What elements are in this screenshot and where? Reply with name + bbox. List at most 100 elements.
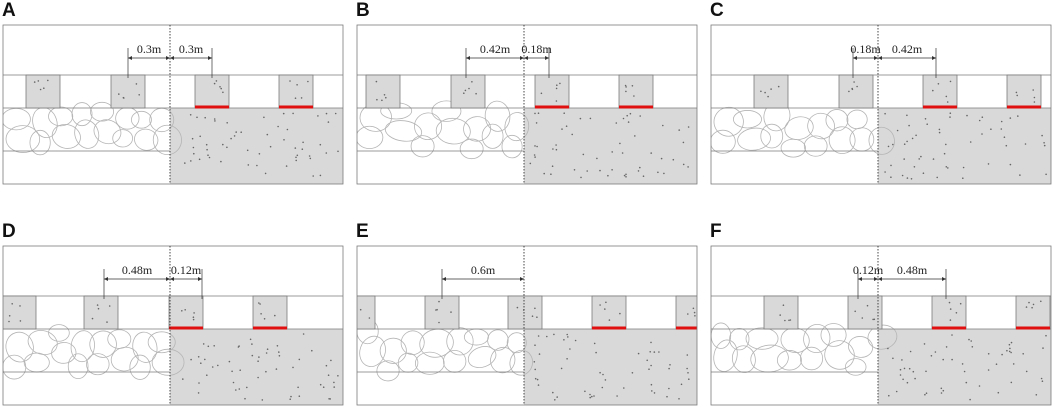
speckle (634, 135, 636, 137)
speckle (649, 351, 651, 353)
boulder (29, 129, 51, 156)
panel-frame (2, 24, 344, 185)
speckle (981, 116, 984, 118)
speckle (322, 386, 325, 388)
boulder (431, 100, 462, 122)
speckle (582, 153, 585, 156)
speckle (197, 356, 200, 358)
concrete-speckles (529, 112, 690, 179)
speckle (276, 345, 279, 347)
speckle (1043, 144, 1046, 147)
speckle (301, 148, 304, 150)
speckle (251, 343, 253, 345)
sleeper-block (357, 295, 376, 330)
boulder (467, 346, 497, 368)
speckle (682, 141, 685, 144)
boulder (3, 354, 27, 380)
speckle (534, 344, 536, 346)
speckle (200, 362, 202, 364)
speckle (215, 80, 218, 82)
speckle (1041, 134, 1043, 137)
speckle (1032, 89, 1034, 91)
speckle (884, 171, 886, 173)
sleeper-block (83, 295, 119, 330)
speckle (915, 134, 917, 137)
speckle (531, 315, 534, 317)
speckle (688, 378, 690, 380)
speckle (11, 303, 13, 305)
speckle (330, 359, 332, 362)
speckle (277, 125, 279, 128)
speckle (258, 356, 260, 358)
speckle (646, 359, 648, 362)
speckle (856, 85, 858, 88)
concrete-slab (170, 329, 343, 405)
speckle (220, 160, 222, 163)
boulder-layer (3, 101, 182, 156)
speckle (637, 170, 640, 172)
speckle (193, 312, 195, 314)
speckle (686, 354, 689, 356)
speckle (438, 300, 440, 303)
offset-label-left: 0.48m (122, 263, 153, 277)
speckle (325, 152, 328, 154)
speckle (903, 367, 906, 370)
speckle (990, 128, 992, 130)
speckle (887, 347, 889, 350)
speckle (1000, 120, 1003, 123)
speckle (108, 305, 111, 307)
speckle (286, 128, 289, 131)
panel-label: C (710, 0, 724, 21)
speckle (302, 141, 304, 144)
panel-frame (356, 245, 698, 406)
speckle (650, 341, 652, 344)
speckle (244, 397, 246, 400)
speckle (302, 333, 305, 335)
dimension-arrowhead (878, 277, 882, 281)
speckle (627, 121, 630, 123)
speckle (901, 359, 903, 361)
speckle (289, 398, 292, 400)
dimension-group (465, 48, 550, 78)
boulder-layer (3, 324, 185, 380)
speckle (550, 173, 552, 175)
speckle (385, 96, 387, 99)
boulder (410, 135, 435, 158)
boulder (376, 360, 400, 382)
speckle (1010, 381, 1013, 384)
speckle (308, 155, 311, 157)
concrete-speckles (533, 333, 690, 401)
speckle (908, 124, 910, 127)
boulder (89, 101, 114, 122)
sleeper-block (1006, 74, 1042, 109)
speckle (283, 139, 285, 141)
boulder (112, 129, 134, 148)
speckle (873, 318, 876, 321)
speckle (190, 358, 192, 361)
panel-diagram: 0.6m (356, 245, 698, 406)
speckle (266, 348, 269, 350)
dimension-group (441, 269, 524, 299)
speckle (213, 82, 216, 85)
speckle (8, 315, 11, 317)
boulder (93, 119, 122, 145)
boulder (799, 346, 824, 371)
sleeper-block (618, 74, 654, 109)
speckle (226, 146, 228, 149)
speckle (692, 307, 695, 310)
speckle (202, 343, 205, 345)
speckle (955, 312, 958, 314)
speckle (553, 333, 555, 336)
sleeper-block (1015, 295, 1051, 330)
dimension-arrowhead (874, 56, 878, 60)
boulder (504, 112, 530, 142)
boulder (129, 354, 151, 380)
speckle (1045, 334, 1047, 337)
speckle (586, 170, 588, 172)
speckle (653, 392, 656, 394)
speckle (1008, 350, 1011, 353)
offset-label-right: 0.18m (521, 42, 552, 56)
dimension-arrowhead (442, 277, 446, 281)
speckle (914, 377, 916, 380)
